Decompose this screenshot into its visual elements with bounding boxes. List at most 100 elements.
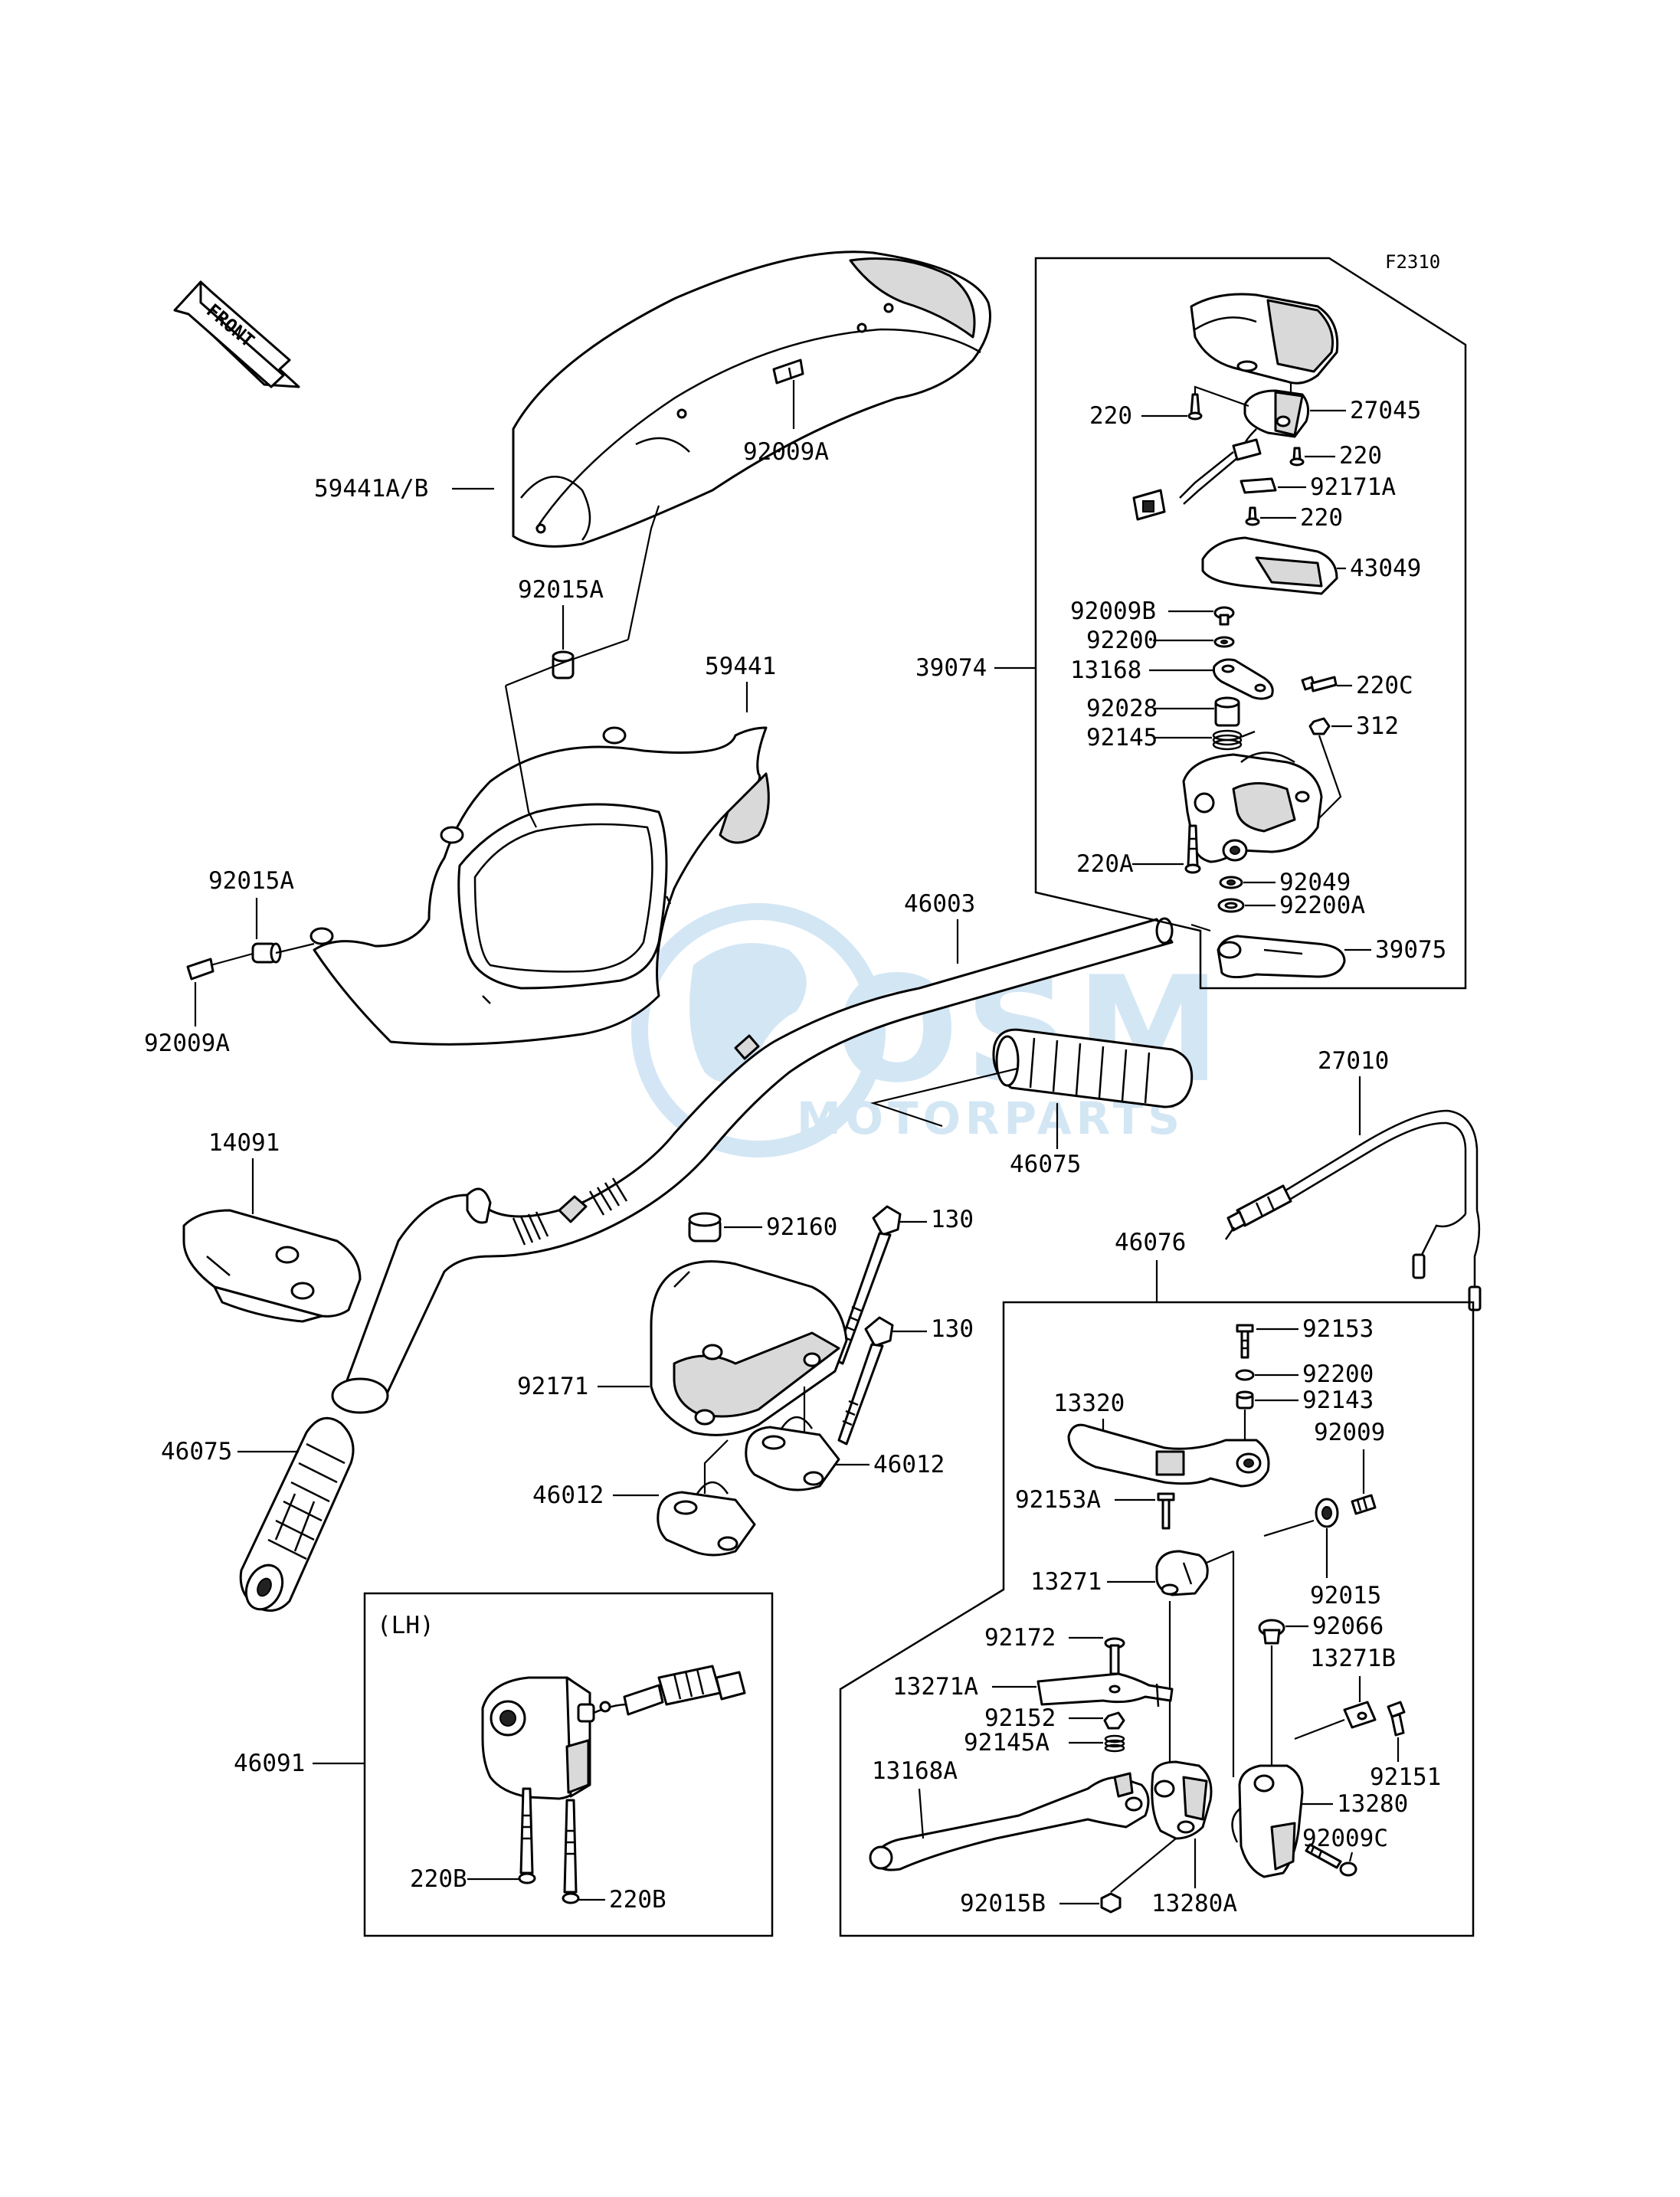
label-92015b: 92015B bbox=[960, 1890, 1046, 1917]
bolt-130-b bbox=[837, 1316, 894, 1446]
label-92200a: 92200A bbox=[1279, 892, 1365, 919]
label-92153a: 92153A bbox=[1015, 1486, 1101, 1514]
bolt-130-a bbox=[833, 1205, 902, 1365]
front-direction-arrow: FRONT bbox=[173, 280, 300, 388]
bracket-13271 bbox=[1155, 1550, 1209, 1596]
label-46075-right: 46075 bbox=[1010, 1151, 1081, 1178]
label-92145: 92145 bbox=[1086, 724, 1158, 751]
lever-13168 bbox=[1213, 658, 1274, 700]
washer-92200-top bbox=[1213, 636, 1235, 648]
handlebar-switch-46091 bbox=[481, 1665, 746, 1800]
label-39074: 39074 bbox=[915, 654, 987, 682]
label-92028: 92028 bbox=[1086, 695, 1158, 722]
washer-92200-low bbox=[1235, 1369, 1255, 1381]
holder-46012-right bbox=[745, 1416, 840, 1491]
label-92009a-left: 92009A bbox=[144, 1030, 230, 1057]
screw-92151 bbox=[1387, 1701, 1406, 1737]
label-13271: 13271 bbox=[1030, 1568, 1102, 1596]
nut-92049 bbox=[1219, 876, 1243, 889]
holder-46012-left bbox=[657, 1481, 756, 1557]
plate-13271a bbox=[1036, 1672, 1174, 1708]
label-92171: 92171 bbox=[517, 1373, 588, 1400]
label-46012-b: 46012 bbox=[873, 1451, 945, 1478]
lh-label: (LH) bbox=[377, 1612, 434, 1639]
screw-92009a-top bbox=[772, 359, 804, 385]
throttle-cover-top bbox=[1190, 293, 1339, 385]
label-92171a: 92171A bbox=[1310, 473, 1396, 501]
screw-92009b bbox=[1213, 606, 1235, 626]
watermark-globe-land bbox=[689, 943, 807, 1082]
handlebar-knurl-center bbox=[512, 1177, 628, 1246]
brake-lever-frame bbox=[839, 1301, 1475, 1937]
screw-92009a-left bbox=[186, 958, 215, 981]
label-13271a: 13271A bbox=[892, 1673, 978, 1701]
label-130-b: 130 bbox=[931, 1315, 974, 1343]
screw-220-c bbox=[1245, 506, 1260, 526]
bolt-92153a bbox=[1157, 1492, 1175, 1530]
bushing-92160 bbox=[688, 1212, 722, 1243]
screw-92066 bbox=[1258, 1619, 1285, 1645]
label-92049: 92049 bbox=[1279, 869, 1351, 896]
label-46091: 46091 bbox=[234, 1750, 305, 1777]
handlebar-cover-upper bbox=[512, 250, 991, 548]
screw-220-b bbox=[1289, 447, 1305, 467]
label-13168a: 13168A bbox=[872, 1757, 958, 1785]
nut-312 bbox=[1308, 717, 1331, 735]
cable-27010 bbox=[1224, 1109, 1482, 1311]
label-92015a-top: 92015A bbox=[518, 576, 604, 604]
plate-92171a bbox=[1240, 477, 1277, 494]
label-220b-a: 220B bbox=[410, 1865, 467, 1893]
label-92151: 92151 bbox=[1370, 1763, 1441, 1791]
label-92145a: 92145A bbox=[964, 1729, 1050, 1757]
nut-92015b bbox=[1100, 1892, 1122, 1914]
spring-92145a bbox=[1104, 1734, 1125, 1753]
bracket-13271b bbox=[1343, 1701, 1377, 1729]
throttle-case-frame bbox=[1034, 257, 1467, 990]
clamp-13280a bbox=[1151, 1760, 1213, 1840]
label-13280a: 13280A bbox=[1151, 1890, 1237, 1917]
label-13168: 13168 bbox=[1070, 656, 1141, 684]
lever-13320 bbox=[1067, 1423, 1270, 1488]
screw-220b-b bbox=[562, 1799, 580, 1904]
grip-46075-left bbox=[239, 1416, 355, 1612]
nut-92152 bbox=[1103, 1711, 1125, 1730]
label-46076: 46076 bbox=[1115, 1229, 1186, 1256]
label-220a: 220A bbox=[1076, 850, 1134, 878]
label-312: 312 bbox=[1356, 712, 1399, 740]
handlebar-46003 bbox=[331, 917, 1174, 1414]
screw-220a bbox=[1184, 824, 1201, 874]
label-92009b: 92009B bbox=[1070, 598, 1156, 625]
label-130-a: 130 bbox=[931, 1206, 974, 1233]
bracket-92171 bbox=[650, 1260, 848, 1436]
label-92015: 92015 bbox=[1310, 1582, 1381, 1609]
label-59441: 59441 bbox=[705, 653, 776, 680]
label-92015a-left: 92015A bbox=[208, 867, 294, 895]
label-59441ab: 59441A/B bbox=[314, 475, 428, 503]
label-43049: 43049 bbox=[1350, 555, 1421, 582]
lh-switch-frame bbox=[363, 1592, 774, 1937]
label-27010: 27010 bbox=[1318, 1047, 1389, 1075]
label-220b-b: 220B bbox=[609, 1886, 666, 1914]
washer-92200a bbox=[1217, 898, 1245, 913]
label-220c: 220C bbox=[1356, 672, 1413, 699]
label-46075-left: 46075 bbox=[161, 1438, 232, 1465]
label-92200-top: 92200 bbox=[1086, 627, 1158, 654]
label-92152: 92152 bbox=[984, 1704, 1056, 1732]
label-92066: 92066 bbox=[1312, 1613, 1384, 1640]
knob-92015 bbox=[1315, 1498, 1339, 1528]
bolt-92153 bbox=[1236, 1324, 1254, 1359]
label-27045: 27045 bbox=[1350, 397, 1421, 424]
handlebar-cover-lower bbox=[309, 726, 770, 1046]
label-92009c: 92009C bbox=[1302, 1825, 1388, 1852]
lever-39075 bbox=[1217, 935, 1346, 978]
label-13320: 13320 bbox=[1053, 1390, 1125, 1417]
adjuster-92009 bbox=[1351, 1494, 1377, 1515]
bolt-220c bbox=[1301, 676, 1338, 692]
watermark-globe bbox=[631, 903, 886, 1157]
label-13280: 13280 bbox=[1337, 1790, 1408, 1818]
bolt-92009c bbox=[1305, 1843, 1357, 1877]
lever-13168a bbox=[869, 1772, 1150, 1871]
label-92143: 92143 bbox=[1302, 1387, 1374, 1414]
grip-46075-right bbox=[992, 1028, 1194, 1108]
